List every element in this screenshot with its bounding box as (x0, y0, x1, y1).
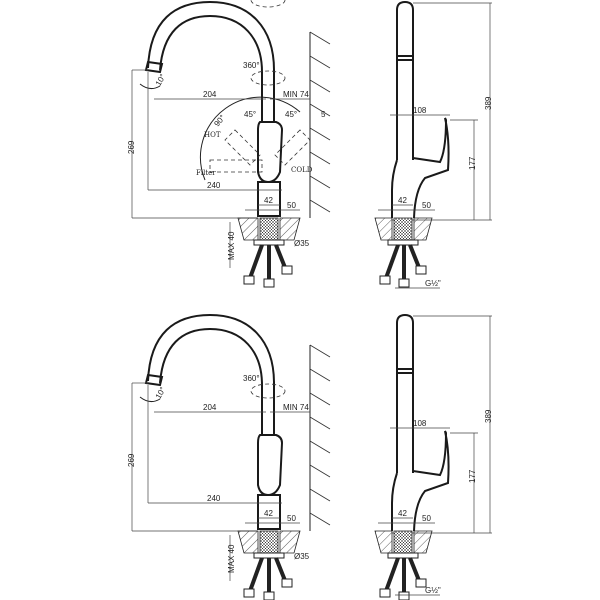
side-base-50-label: 50 (422, 201, 431, 210)
reach-label: 204 (203, 90, 217, 99)
height-label: 389 (484, 96, 493, 110)
base-42-label: 42 (264, 196, 273, 205)
filter-label: Filter (196, 169, 216, 177)
height-left-label: 269 (127, 453, 136, 467)
thread-label: G½" (425, 586, 441, 595)
top-front-view: 360° 10° HOT COLD Filter 90° 45° 45° 5 (127, 0, 331, 288)
side-spout (396, 0, 414, 160)
handle-width-label: 108 (413, 106, 427, 115)
max-40-label: MAX 40 (227, 231, 236, 260)
width-240-label: 240 (207, 494, 221, 503)
wall-min-label: MIN 74 (283, 403, 309, 412)
wall-min-label: MIN 74 (283, 90, 309, 99)
angle-spout-label: 10° (154, 385, 168, 400)
height-left-label: 269 (127, 140, 136, 154)
handle-width-label: 108 (413, 419, 427, 428)
angle-90-label: 90° (212, 113, 227, 128)
thread-label: G½" (425, 279, 441, 288)
hoses (243, 244, 293, 288)
spout-inner (159, 14, 263, 122)
reach-label: 204 (203, 403, 217, 412)
handle-positions (200, 96, 311, 181)
swivel-label: 360° (243, 61, 260, 70)
spout-outer (147, 0, 275, 122)
offset-label: 5 (321, 110, 326, 119)
swivel-ellipse (250, 0, 286, 8)
width-240-label: 240 (207, 181, 221, 190)
base-50-label: 50 (287, 201, 296, 210)
height-label: 389 (484, 409, 493, 423)
side-base-50-label: 50 (422, 514, 431, 523)
side-base-42-label: 42 (398, 509, 407, 518)
side-body (391, 117, 450, 219)
side-base-42-label: 42 (398, 196, 407, 205)
angle-45-left-label: 45° (244, 110, 256, 119)
hole-label: Ø35 (294, 239, 310, 248)
hot-label: HOT (204, 131, 221, 139)
top-side-view: 108 177 389 42 50 G½" (374, 0, 493, 289)
handle-height-label: 177 (468, 156, 477, 170)
aerator (144, 60, 164, 74)
wall-hatch (309, 31, 331, 213)
base-42-label: 42 (264, 509, 273, 518)
faucet-base (257, 181, 281, 217)
hole-label: Ø35 (294, 552, 310, 561)
handle-height-label: 177 (468, 469, 477, 483)
bottom-front-view: 360° 10° 204 MIN 74 269 240 42 50 MAX 40 (127, 313, 331, 600)
angle-spout-label: 10° (154, 72, 168, 87)
angle-arc (139, 83, 161, 90)
bottom-side-view: 108 177 389 42 50 G½" (374, 313, 493, 600)
cold-label: COLD (291, 166, 313, 174)
max-40-label: MAX 40 (227, 544, 236, 573)
base-50-label: 50 (287, 514, 296, 523)
swivel-label: 360° (243, 374, 260, 383)
angle-45-right-label: 45° (285, 110, 297, 119)
